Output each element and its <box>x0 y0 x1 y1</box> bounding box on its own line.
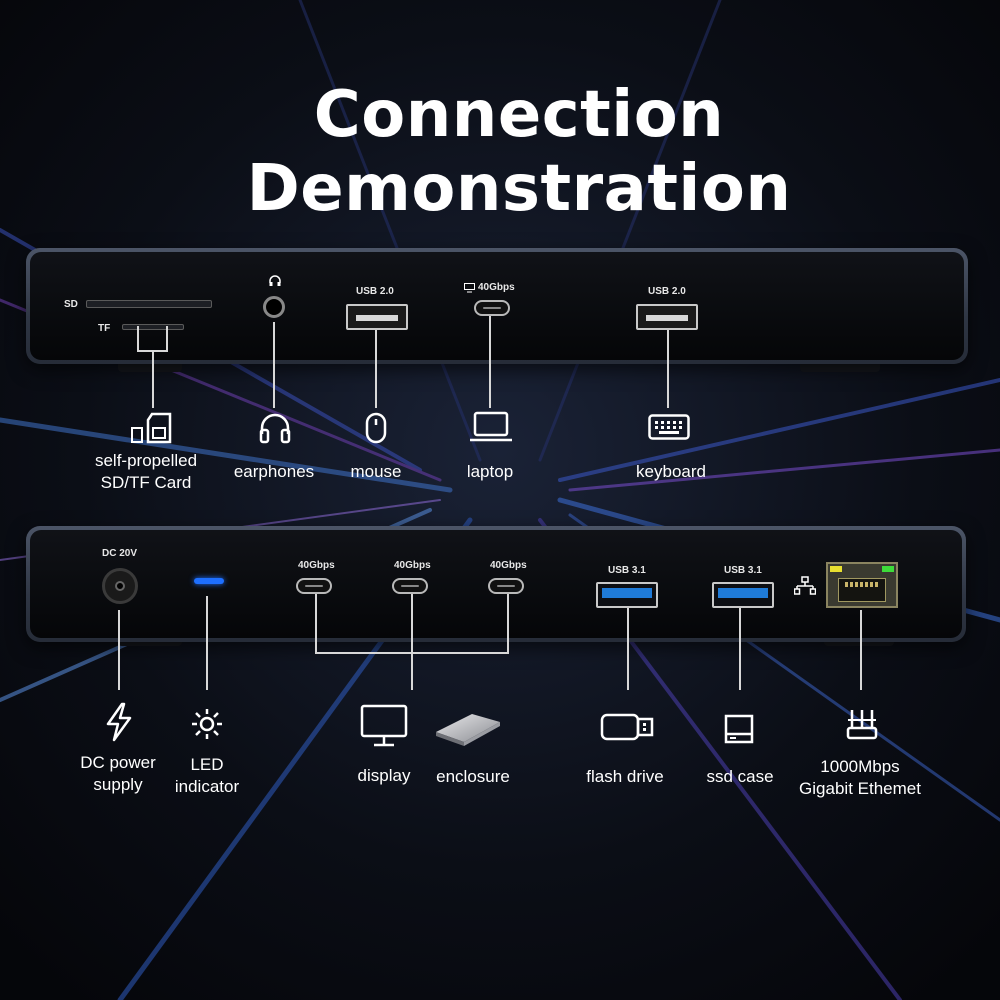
eth-label-line1: 1000Mbps <box>820 757 900 776</box>
usb31a-label: USB 3.1 <box>608 565 646 576</box>
ethernet-label: 1000Mbps Gigabit Ethemet <box>780 756 940 800</box>
keyboard-icon <box>648 414 690 440</box>
led-indicator-light <box>194 578 224 584</box>
usbc2-label: 40Gbps <box>394 560 431 571</box>
thunderbolt-port-2[interactable] <box>392 578 428 594</box>
ethernet-router-icon <box>846 708 878 742</box>
connector-line <box>627 608 629 690</box>
dc-label: DC 20V <box>102 548 138 559</box>
connector-line <box>375 330 377 408</box>
eth-label-line2: Gigabit Ethemet <box>799 779 921 798</box>
usbc3-label: 40Gbps <box>490 560 527 571</box>
dc-power-label: DC power supply <box>58 752 178 796</box>
connector-line <box>860 610 862 690</box>
ssd-case-label: ssd case <box>706 767 774 786</box>
laptop-label: laptop <box>466 462 514 481</box>
connector-line <box>118 610 120 690</box>
connector-line <box>273 322 275 408</box>
usb-left-label: USB 2.0 <box>356 286 394 297</box>
dc-pin <box>115 581 125 591</box>
dock-foot <box>118 362 182 372</box>
bottom-dock-panel: DC 20V 40Gbps 40Gbps 40Gbps USB 3.1 USB … <box>26 526 966 642</box>
usb-3-1-port-a[interactable] <box>596 582 658 608</box>
usbc1-label: 40Gbps <box>298 560 335 571</box>
usb31b-label: USB 3.1 <box>724 565 762 576</box>
ethernet-pins <box>845 582 879 587</box>
card-label-line2: SD/TF Card <box>100 473 192 492</box>
earphones-label: earphones <box>233 462 315 481</box>
usb-3-1-port-b[interactable] <box>712 582 774 608</box>
display-label: display <box>357 766 411 785</box>
led-label-line1: LED <box>190 755 224 774</box>
page-title: Connection Demonstration <box>246 78 792 226</box>
connector-line <box>315 594 317 654</box>
laptop-icon <box>469 410 513 444</box>
ethernet-socket <box>838 578 886 602</box>
flash-drive-icon <box>600 712 656 742</box>
top-dock-face: SD TF USB 2.0 40Gbps USB 2.0 <box>30 252 964 360</box>
enclosure-label: enclosure <box>436 767 510 786</box>
led-label-line2: indicator <box>174 777 240 796</box>
dock-foot <box>800 362 880 372</box>
keyboard-label: keyboard <box>636 462 706 481</box>
top-dock-panel: SD TF USB 2.0 40Gbps USB 2.0 <box>26 248 968 364</box>
sd-label: SD <box>64 299 78 310</box>
connector-line <box>411 594 413 690</box>
connector-line <box>315 652 509 654</box>
enclosure-icon <box>432 710 504 750</box>
ethernet-port[interactable] <box>826 562 898 608</box>
dc-label-line1: DC power <box>80 753 156 772</box>
connector-line <box>667 330 669 408</box>
earphones-icon <box>258 412 292 444</box>
display-icon <box>360 704 408 748</box>
network-icon <box>794 576 816 596</box>
tf-card-slot[interactable] <box>122 324 184 330</box>
ethernet-led-yellow <box>830 566 842 572</box>
thunderbolt-port-3[interactable] <box>488 578 524 594</box>
bottom-dock-face: DC 20V 40Gbps 40Gbps 40Gbps USB 3.1 USB … <box>30 530 962 638</box>
sd-card-icon <box>130 412 178 444</box>
usb-right-label: USB 2.0 <box>648 286 686 297</box>
display-port-icon <box>464 283 475 293</box>
led-label: LED indicator <box>150 754 264 798</box>
thunderbolt-port-1[interactable] <box>296 578 332 594</box>
usbc-label: 40Gbps <box>478 282 515 293</box>
mouse-icon <box>365 412 387 444</box>
connector-line <box>137 326 139 352</box>
card-label: self-propelled SD/TF Card <box>86 450 206 494</box>
flash-drive-label: flash drive <box>586 767 664 786</box>
dc-label-line2: supply <box>93 775 143 794</box>
dc-power-jack[interactable] <box>102 568 138 604</box>
sd-card-slot[interactable] <box>86 300 212 308</box>
connector-line <box>152 350 154 408</box>
tf-label: TF <box>98 323 111 334</box>
mouse-label: mouse <box>350 462 402 481</box>
connector-line <box>507 594 509 654</box>
connector-line <box>166 326 168 352</box>
usb-2-port-left[interactable] <box>346 304 408 330</box>
audio-jack[interactable] <box>263 296 285 318</box>
usb-2-port-right[interactable] <box>636 304 698 330</box>
led-sun-icon <box>191 708 223 740</box>
connector-line <box>739 608 741 690</box>
headphone-port-icon <box>268 274 282 288</box>
ssd-case-icon <box>722 712 756 746</box>
ethernet-led-green <box>882 566 894 572</box>
connector-line <box>489 316 491 408</box>
connector-line <box>206 596 208 690</box>
card-label-line1: self-propelled <box>94 451 198 470</box>
thunderbolt-port-top[interactable] <box>474 300 510 316</box>
lightning-icon <box>104 702 134 742</box>
